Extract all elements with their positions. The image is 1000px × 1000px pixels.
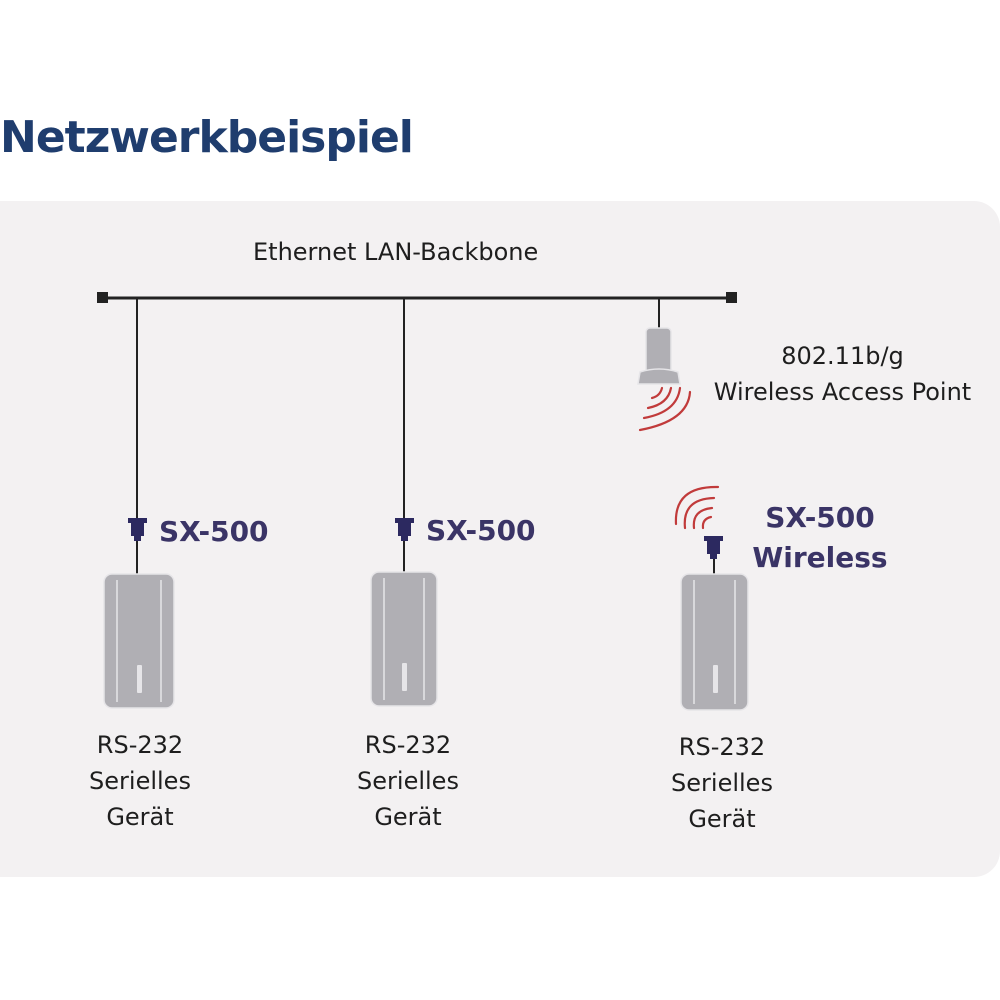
diagram-panel	[0, 201, 1000, 877]
device-1-label-line1: RS-232	[96, 731, 184, 759]
device-2-label: RS-232 Serielles Gerät	[298, 727, 518, 835]
device-1-label-line2: Serielles	[89, 767, 191, 795]
sx500-connector-icon-1	[128, 518, 147, 541]
device-1-label-line3: Gerät	[106, 803, 174, 831]
sx500-wireless-connector-icon	[704, 536, 723, 559]
device-3-product-line1: SX-500	[765, 501, 875, 534]
access-point-line2: Wireless Access Point	[713, 378, 972, 406]
device-2-label-line1: RS-232	[364, 731, 452, 759]
device-3-label-line2: Serielles	[671, 769, 773, 797]
access-point-icon	[637, 327, 681, 385]
device-3-label: RS-232 Serielles Gerät	[612, 729, 832, 837]
device-1-product: SX-500	[159, 515, 269, 548]
serial-device-icon-2	[370, 571, 438, 707]
access-point-waves-icon	[638, 386, 692, 432]
page-title: Netzwerkbeispiel	[0, 112, 414, 163]
backbone-label: Ethernet LAN-Backbone	[253, 238, 539, 266]
sx500-wireless-waves-icon	[674, 485, 720, 530]
device-3-label-line3: Gerät	[688, 805, 756, 833]
serial-device-icon-3	[680, 573, 749, 711]
device-1-label: RS-232 Serielles Gerät	[30, 727, 250, 835]
device-3-product: SX-500 Wireless	[745, 498, 895, 578]
access-point-label: 802.11b/g Wireless Access Point	[700, 338, 985, 410]
serial-device-icon-1	[103, 573, 175, 709]
device-3-product-line2: Wireless	[752, 541, 888, 574]
sx500-connector-icon-2	[395, 518, 414, 541]
device-2-product: SX-500	[426, 514, 536, 547]
backbone-end-right	[726, 292, 737, 303]
access-point-line1: 802.11b/g	[781, 342, 904, 370]
backbone-end-left	[97, 292, 108, 303]
device-2-label-line2: Serielles	[357, 767, 459, 795]
device-3-label-line1: RS-232	[678, 733, 766, 761]
device-2-label-line3: Gerät	[374, 803, 442, 831]
